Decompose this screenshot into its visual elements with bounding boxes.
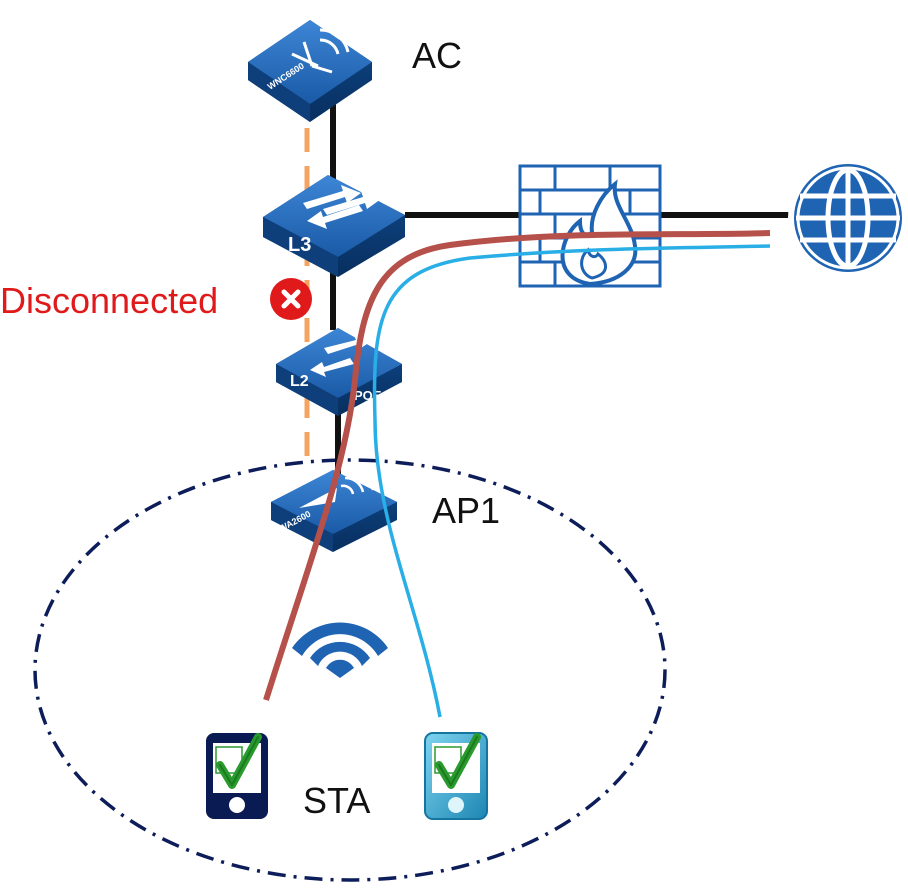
l3-switch-label: L3 bbox=[288, 234, 311, 256]
l2-poe-switch-icon: L2 POE bbox=[276, 328, 402, 416]
sta1-traffic-path bbox=[263, 230, 771, 701]
sta-label: STA bbox=[303, 780, 371, 821]
smartphone-icon bbox=[424, 732, 488, 820]
ac-controller-icon: WNC6600 bbox=[248, 18, 372, 122]
firewall-icon bbox=[518, 164, 662, 288]
poe-label: POE bbox=[354, 388, 382, 403]
disconnect-x-icon bbox=[270, 278, 312, 320]
ac-label: AC bbox=[412, 35, 463, 76]
ap1-label: AP1 bbox=[432, 490, 501, 531]
ap-coverage-area bbox=[33, 458, 667, 882]
internet-globe-icon bbox=[788, 158, 908, 278]
l3-switch-icon: L3 bbox=[263, 175, 405, 277]
disconnected-label: Disconnected bbox=[0, 280, 219, 321]
access-point-icon: WA2600 bbox=[271, 468, 397, 552]
wifi-signal-icon bbox=[292, 622, 388, 678]
wired-links bbox=[330, 100, 790, 480]
sta2-traffic-path bbox=[372, 244, 771, 718]
l2-switch-label: L2 bbox=[290, 373, 309, 390]
smartphone-icon bbox=[206, 733, 268, 819]
